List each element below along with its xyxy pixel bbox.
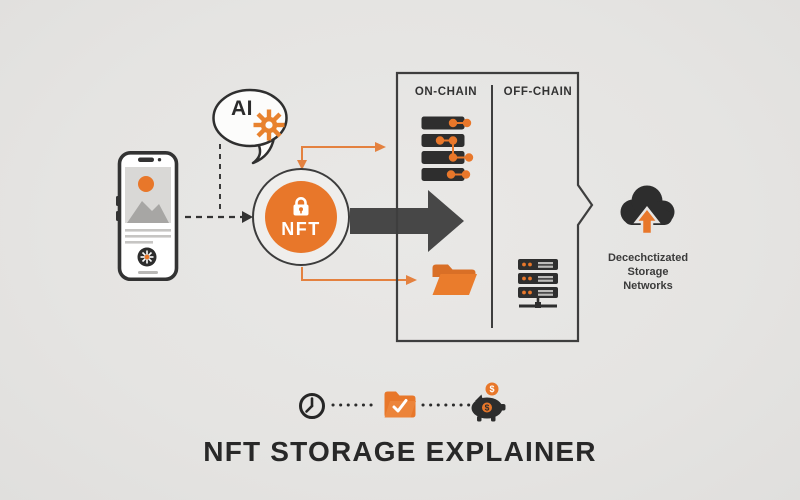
coin-dollar-glyph: $ [489, 384, 494, 394]
phone-notch [138, 157, 154, 162]
piggy-dollar-glyph: $ [485, 403, 490, 413]
orange-arrowhead-right-bottom [406, 275, 417, 285]
upload-arrow [633, 205, 661, 236]
piggy-leg [491, 416, 496, 422]
orange-arrowhead-down [297, 160, 307, 170]
ai-label: AI [231, 97, 253, 120]
clock-icon [299, 393, 325, 419]
orange-elbow-bottom [301, 267, 408, 281]
home-indicator [138, 271, 158, 274]
text-line [125, 235, 171, 238]
bubble-tail [251, 137, 276, 165]
page-title: NFT STORAGE EXPLAINER [203, 436, 597, 467]
piggy-coin-slot-badge [482, 402, 492, 413]
box-outline [395, 71, 594, 343]
piggy-bank-icon: $ $ [471, 382, 506, 422]
piggy-leg [477, 416, 482, 422]
nft-medallion: NFT [252, 168, 350, 266]
text-line [125, 229, 171, 232]
gear-icon [253, 109, 285, 141]
folder-icon [432, 264, 477, 295]
server-stack-icon [518, 259, 558, 308]
coin [485, 382, 499, 396]
on-chain-label: ON-CHAIN [414, 86, 478, 98]
lock-icon [293, 197, 309, 216]
orange-elbow-top [301, 146, 377, 162]
folder-check-icon [384, 391, 416, 418]
dashed-arrowhead [242, 211, 253, 223]
phone-camera-dot [157, 158, 162, 162]
big-arrow-right [350, 190, 464, 252]
cloud-upload-icon [620, 185, 675, 236]
off-chain-label: OFF-CHAIN [503, 86, 573, 98]
checkmark [392, 399, 408, 413]
orange-arrowhead-right-top [375, 142, 386, 152]
image-sun [138, 176, 154, 192]
nft-badge: NFT [265, 181, 337, 253]
storage-comparison-box [395, 71, 594, 343]
image-mountains [127, 201, 169, 223]
cloud-caption: Decechctizated Storage Networks [592, 251, 704, 293]
smartphone-icon [116, 151, 179, 281]
nft-label: NFT [281, 219, 321, 239]
caption-line-3: Networks [623, 280, 673, 292]
compass-center [144, 254, 150, 260]
blockchain-blocks-icon [421, 116, 474, 181]
text-line [125, 241, 153, 244]
server-network-node [535, 302, 541, 308]
caption-line-1: Decechctizated [607, 252, 689, 264]
caption-line-2: Storage [627, 266, 669, 278]
piggy-snout [500, 404, 506, 411]
